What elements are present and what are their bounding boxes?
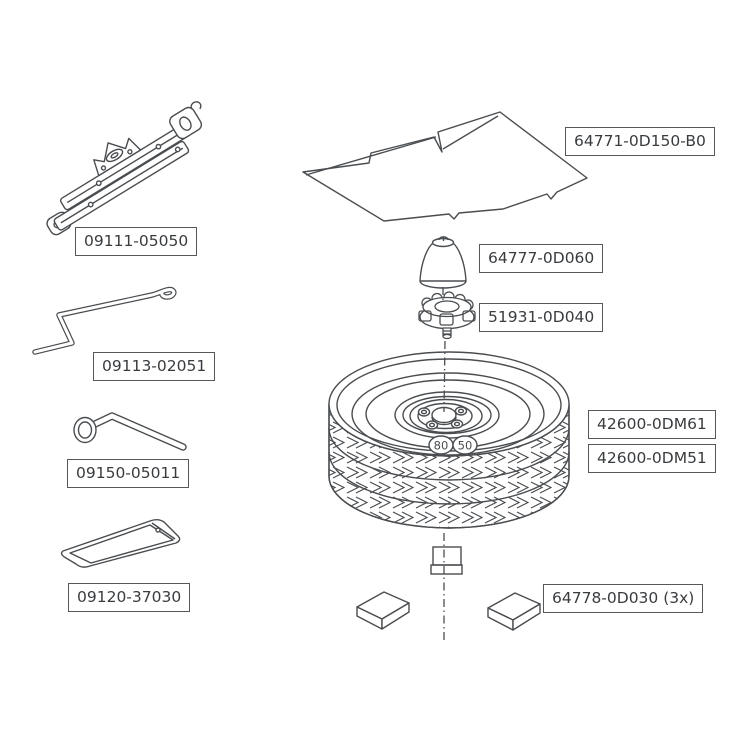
part-label-clamp-nut[interactable]: 51931-0D040: [479, 303, 604, 333]
part-label-jack[interactable]: 09111-05050: [75, 227, 198, 257]
part-label-deck-board[interactable]: 64771-0D150-B0: [565, 127, 715, 157]
wheel-size-badges: 80 50: [428, 435, 478, 455]
part-label-jack-handle[interactable]: 09113-02051: [93, 352, 216, 382]
clamp-nut-drawing: [418, 291, 476, 340]
jack-handle-drawing: [32, 286, 177, 355]
deck-board-drawing: [302, 111, 588, 222]
scissor-jack-drawing: [46, 101, 203, 236]
part-label-lug-wrench[interactable]: 09150-05011: [67, 459, 190, 489]
wheel-lug-holes: [417, 406, 468, 430]
part-label-wheel-option-2[interactable]: 42600-0DM51: [588, 444, 716, 474]
foam-block-right-drawing: [487, 592, 541, 631]
wheel-badge-50: 50: [458, 439, 473, 453]
lug-wrench-drawing: [73, 412, 187, 451]
foam-block-left-drawing: [356, 591, 410, 630]
assembly-centerline: [442, 287, 446, 641]
spare-wheel-drawing: 80 50: [328, 351, 570, 529]
center-block-drawing: [430, 546, 463, 575]
tool-bag-drawing: [60, 519, 181, 568]
part-label-wheel-option-1[interactable]: 42600-0DM61: [588, 410, 716, 440]
part-label-spacer-cone[interactable]: 64777-0D060: [479, 244, 604, 274]
wheel-badge-80: 80: [434, 439, 449, 453]
part-label-support-blocks[interactable]: 64778-0D030 (3x): [543, 584, 704, 614]
part-label-tool-bag[interactable]: 09120-37030: [68, 583, 191, 613]
spacer-cone-drawing: [419, 236, 467, 289]
